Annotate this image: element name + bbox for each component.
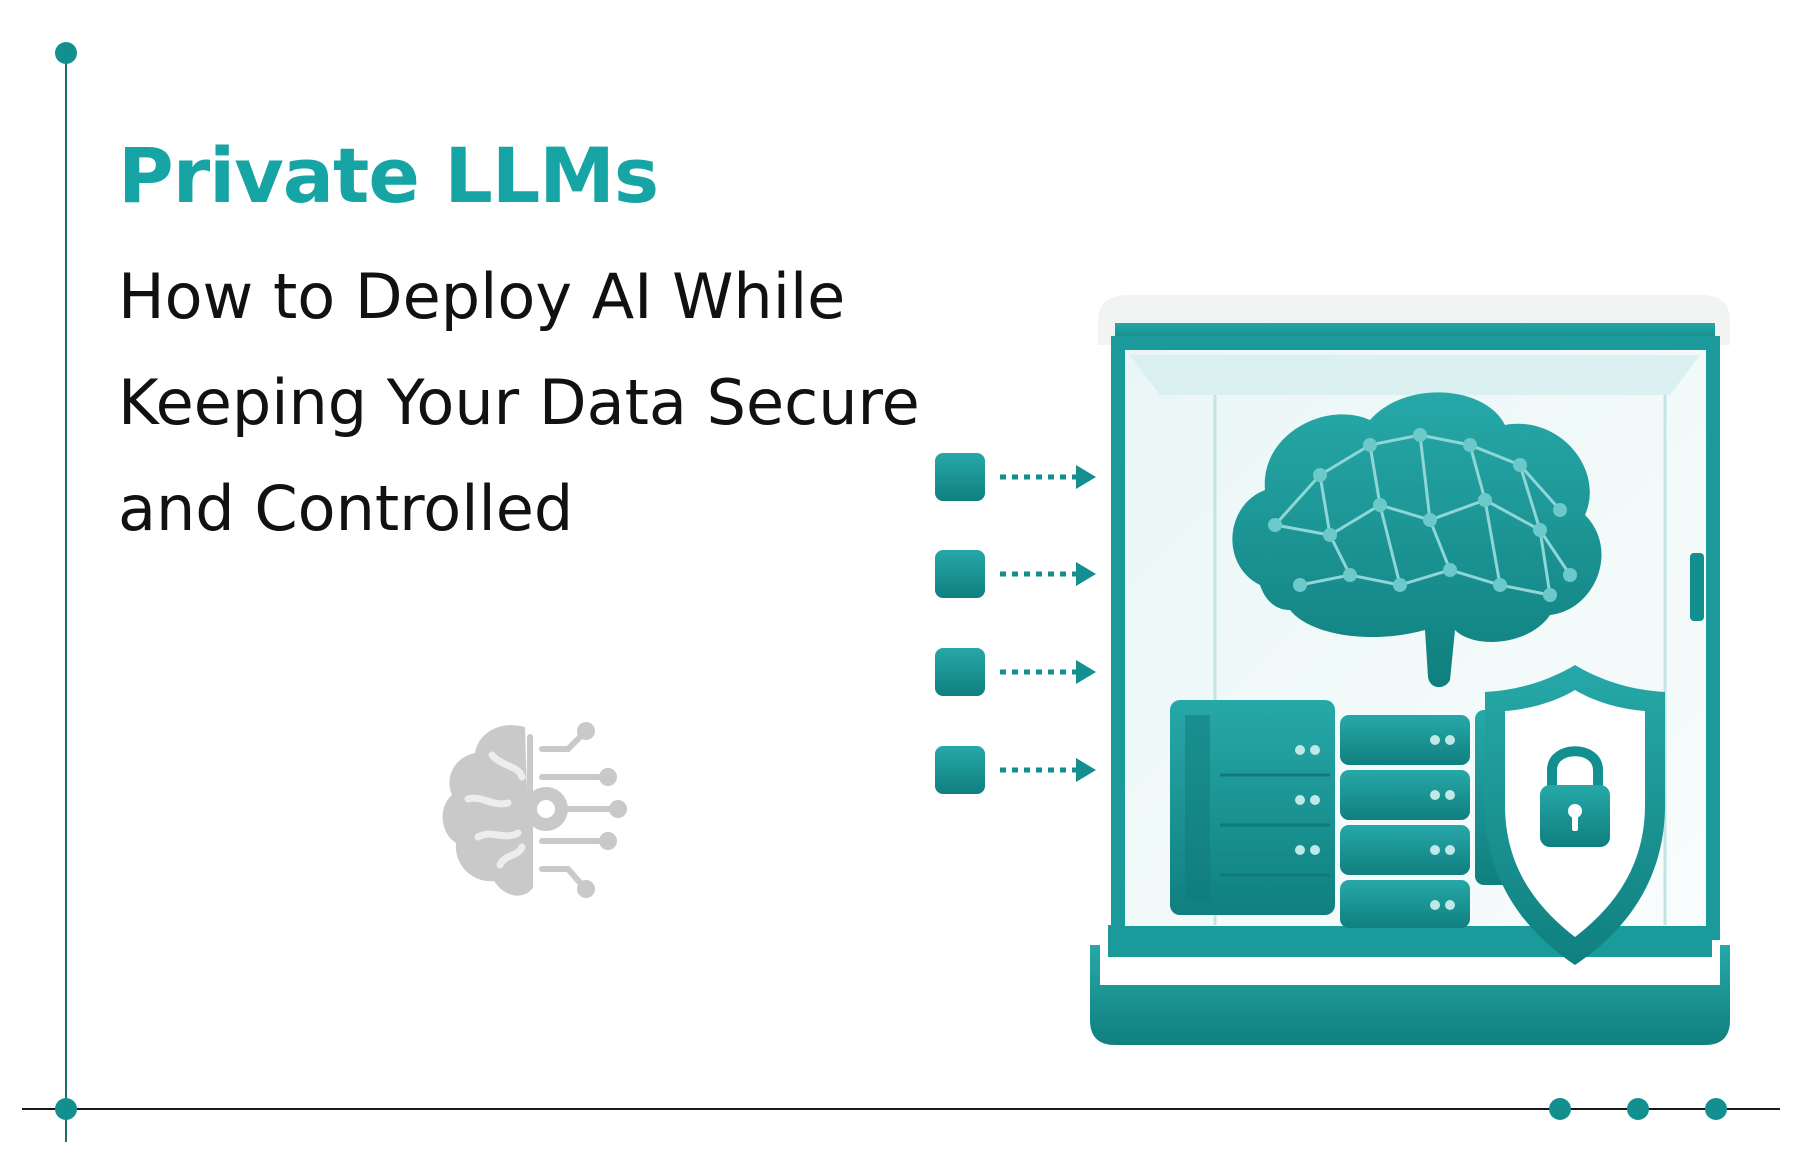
headline-block: Private LLMs How to Deploy AI While Keep…	[118, 138, 978, 562]
rule-dot-right-3	[1705, 1098, 1727, 1120]
left-vertical-rule	[65, 52, 67, 1142]
secure-ai-vault-illustration	[935, 295, 1730, 1045]
neural-brain-icon	[1232, 392, 1602, 688]
vault-base	[1090, 925, 1730, 1045]
data-block-arrow-icon	[935, 453, 1096, 501]
page-subtitle: How to Deploy AI While Keeping Your Data…	[118, 244, 978, 562]
data-block-arrow-icon	[935, 746, 1096, 794]
subtitle-line-3: and Controlled	[118, 472, 574, 545]
page-title: Private LLMs	[118, 131, 659, 220]
subtitle-line-2: Keeping Your Data Secure	[118, 366, 920, 439]
data-block-arrow-icon	[935, 550, 1096, 598]
brain-circuit-icon	[442, 722, 627, 898]
data-block-arrow-icon	[935, 648, 1096, 696]
shield-lock-icon	[1485, 665, 1665, 965]
rule-dot-right-1	[1549, 1098, 1571, 1120]
rule-dot-corner	[55, 1098, 77, 1120]
rule-dot-right-2	[1627, 1098, 1649, 1120]
subtitle-line-1: How to Deploy AI While	[118, 260, 846, 333]
data-inputs	[935, 453, 1096, 794]
rule-dot-top	[55, 42, 77, 64]
bottom-horizontal-rule	[22, 1108, 1780, 1110]
